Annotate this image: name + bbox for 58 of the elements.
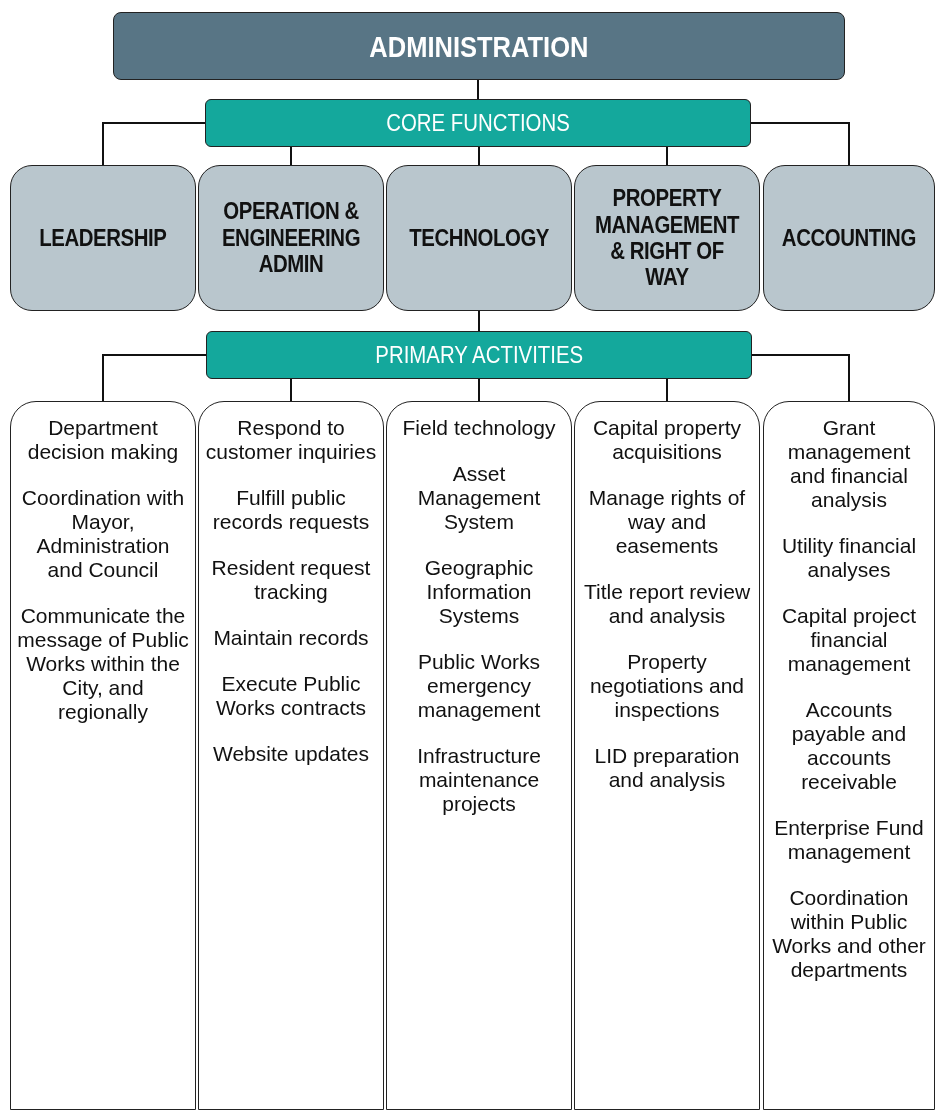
connector-line [666,378,668,402]
function-label: LEADERSHIP [39,224,167,252]
activity-text: Utility financial analyses [780,534,918,582]
activity-text: Maintain records [213,626,369,650]
activity-text: Capital property acquisitions [591,416,743,464]
activity-column [386,401,572,1110]
activity-text: Execute Public Works contracts [214,672,368,720]
activity-text: Coordination within Public Works and other departments [771,886,927,982]
activity-text: Fulfill public records requests [211,486,371,534]
function-box [574,165,760,311]
connector-line [290,378,292,402]
connector-line [102,122,206,166]
activity-text: LID preparation and analysis [593,744,741,792]
activity-text: Public Works emergency management [416,650,542,722]
activity-column [763,401,935,1110]
activity-text: Communicate the message of Public Works within the City, and regionally [17,604,189,724]
function-label: ACCOUNTING [782,224,916,252]
function-label: PROPERTY MANAGEMENT & RIGHT OF WAY [593,185,741,291]
function-box [198,165,384,311]
activity-text: Resident request tracking [210,556,372,604]
activity-text: Capital project financial management [780,604,918,676]
activity-text: Grant management and financial analysis [786,416,912,512]
connector-line [750,122,850,166]
section-band [205,99,751,147]
activity-column [198,401,384,1110]
activity-text: Asset Management System [416,462,542,534]
connector-line [751,354,850,402]
function-label: TECHNOLOGY [409,224,549,252]
section-label: CORE FUNCTIONS [386,109,570,137]
activity-column [10,401,196,1110]
function-box [763,165,935,311]
connector-line [290,146,292,166]
connector-line [102,354,207,402]
activity-text: Enterprise Fund management [773,816,925,864]
activity-column [574,401,760,1110]
section-band [206,331,752,379]
header-box [113,12,845,80]
section-label: PRIMARY ACTIVITIES [375,341,583,369]
heading: ADMINISTRATION [369,29,589,63]
function-label: OPERATION & ENGINEERING ADMIN [220,198,362,278]
activity-text: Coordination with Mayor, Administration and Council [20,486,186,582]
activity-text: Manage rights of way and easements [587,486,747,558]
connector-line [478,146,480,166]
activity-text: Property negotiations and inspections [588,650,746,722]
connector-line [478,378,480,402]
connector-line [478,310,480,332]
activity-text: Accounts payable and accounts receivable [790,698,908,794]
activity-text: Geographic Information Systems [423,556,535,628]
activity-text: Infrastructure maintenance projects [416,744,542,816]
connector-line [666,146,668,166]
activity-text: Field technology [402,416,556,440]
function-box [386,165,572,311]
connector-line [477,79,479,100]
activity-text: Title report review and analysis [582,580,752,628]
activity-text: Respond to customer inquiries [205,416,377,464]
function-box [10,165,196,311]
activity-text: Department decision making [26,416,180,464]
activity-text: Website updates [212,742,369,766]
